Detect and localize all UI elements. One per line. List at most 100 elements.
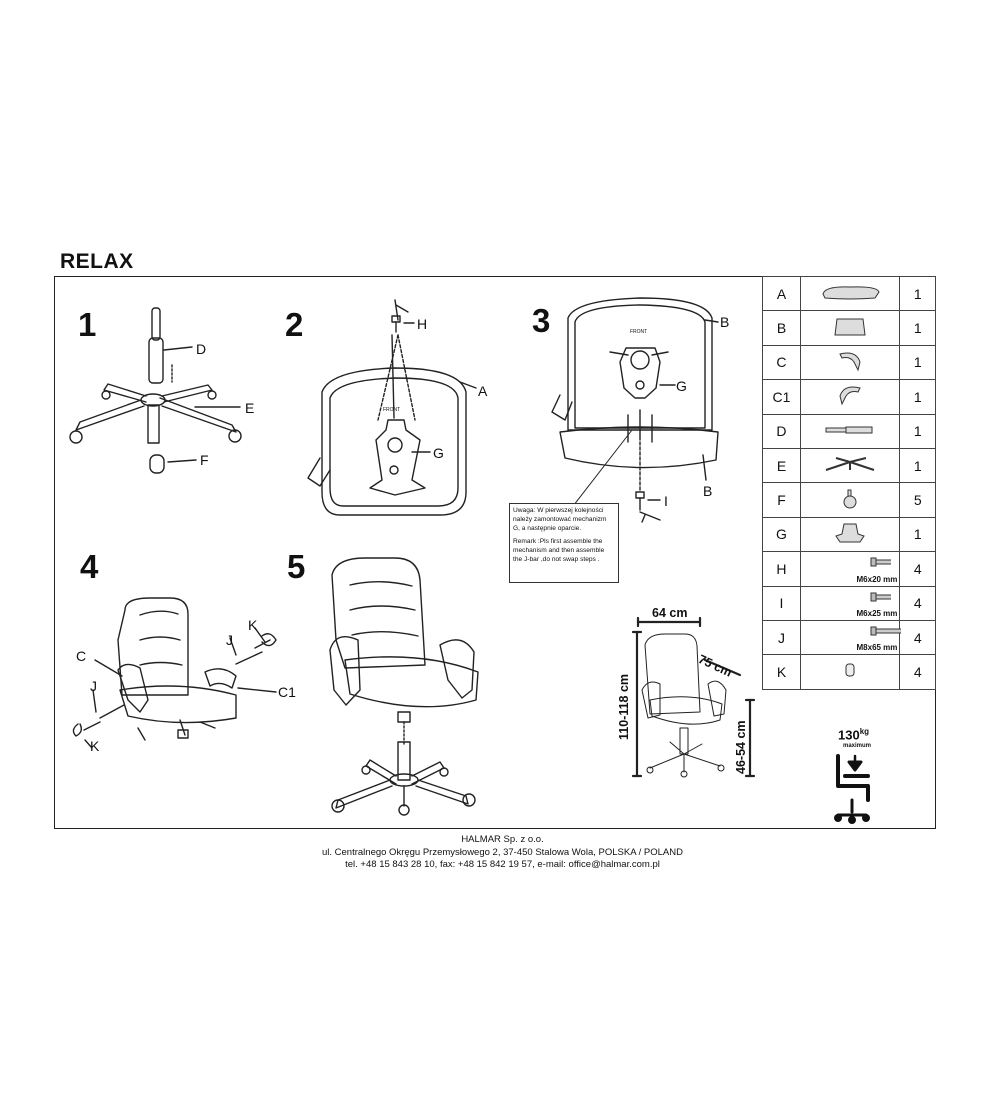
caster-icon: [799, 482, 901, 518]
screw-icon: M8x65 mm: [799, 619, 901, 656]
part-code: G: [762, 516, 801, 553]
remark-polish: Uwaga: W pierwszej kolejności należy zam…: [513, 507, 607, 532]
max-load-value: 130kg: [838, 727, 869, 742]
part-qty: 4: [899, 551, 936, 587]
parts-row: F 5: [762, 482, 936, 518]
washer-icon: [799, 654, 901, 690]
screw-icon: M6x25 mm: [799, 585, 901, 621]
backrest-icon: [799, 310, 901, 346]
screw-spec: M6x20 mm: [856, 574, 898, 584]
part-code: H: [762, 551, 801, 587]
label-i: I: [664, 493, 668, 509]
screw-icon: M6x20 mm: [799, 551, 901, 587]
part-qty: 1: [899, 447, 936, 484]
parts-row: J M8x65 mm 4: [762, 619, 936, 656]
label-h: H: [417, 316, 428, 332]
label-j: J: [226, 632, 233, 648]
part-qty: 4: [899, 585, 936, 621]
step3-drawing: [551, 297, 719, 523]
base-icon: [799, 447, 901, 484]
label-c: C: [76, 648, 87, 664]
step-number-4: 4: [80, 548, 99, 585]
part-qty: 4: [899, 619, 936, 656]
part-code: E: [762, 447, 801, 484]
company-footer: HALMAR Sp. z o.o. ul. Centralnego Okręgu…: [0, 834, 1005, 872]
part-code-c1: C1: [772, 388, 791, 405]
company-name: HALMAR Sp. z o.o.: [461, 834, 544, 845]
step4-drawing: [72, 597, 277, 749]
product-title: RELAX: [60, 250, 134, 273]
dimension-height: 110-118 cm: [617, 673, 631, 740]
parts-row: B 1: [762, 310, 936, 346]
company-address: ul. Centralnego Okręgu Przemysłowego 2, …: [321, 846, 683, 858]
label-b: B: [703, 483, 713, 499]
label-g: G: [676, 378, 687, 394]
part-code: C: [762, 344, 801, 381]
step1-drawing: [69, 307, 242, 474]
step2-drawing: [307, 299, 477, 516]
part-qty: 1: [899, 344, 936, 381]
step-number-2: 2: [285, 306, 304, 343]
parts-row: C 1: [762, 344, 936, 381]
parts-row: E 1: [762, 447, 936, 484]
parts-row: A 1: [762, 275, 936, 312]
label-k: K: [90, 738, 100, 754]
part-qty: 4: [899, 654, 936, 690]
label-k: K: [248, 617, 258, 633]
label-b: B: [720, 314, 730, 330]
part-code: B: [762, 310, 801, 346]
part-qty: 5: [899, 482, 936, 518]
step-number-5: 5: [287, 548, 306, 585]
part-code: C1: [762, 379, 801, 415]
part-code: I: [762, 585, 801, 621]
parts-row: D 1: [762, 413, 936, 449]
gas-lift-icon: [799, 413, 901, 449]
parts-row: C1 1: [762, 379, 936, 415]
assembly-remark: Uwaga: W pierwszej kolejności należy zam…: [509, 503, 619, 583]
part-code: J: [762, 619, 801, 656]
label-g: G: [433, 445, 444, 461]
plate-text-front: FRONT: [630, 329, 648, 335]
label-f: F: [200, 452, 209, 468]
step-number-1: 1: [78, 306, 97, 343]
seat-icon: [799, 275, 901, 312]
dimension-seat-height: 46-54 cm: [734, 720, 748, 774]
label-j: J: [90, 678, 97, 694]
max-load-icon: [834, 754, 870, 824]
armrest-right-icon: [799, 344, 901, 381]
plate-text-front: FRONT: [383, 407, 401, 413]
label-a: A: [478, 383, 488, 399]
part-qty: 1: [899, 379, 936, 415]
armrest-left-icon: [799, 379, 901, 415]
part-qty: 1: [899, 310, 936, 346]
company-contact: tel. +48 15 843 28 10, fax: +48 15 842 1…: [345, 859, 660, 870]
screw-spec: M8x65 mm: [856, 643, 898, 653]
part-code: D: [762, 413, 801, 449]
mechanism-icon: [799, 516, 901, 553]
parts-row: K 4: [762, 654, 936, 690]
dimension-arrows: [631, 616, 756, 778]
remark-english: Remark :Pls first assemble the mechanism…: [513, 538, 605, 563]
label-e: E: [245, 400, 255, 416]
parts-row: G 1: [762, 516, 936, 553]
label-c1: C1: [278, 684, 296, 700]
max-load-unit: kg: [859, 727, 870, 736]
instruction-frame: [54, 276, 936, 829]
part-qty: 1: [899, 516, 936, 553]
screw-spec: M6x25 mm: [856, 608, 898, 618]
part-code: K: [762, 654, 801, 690]
label-d: D: [196, 341, 207, 357]
part-code: F: [762, 482, 801, 518]
part-code: A: [762, 275, 801, 312]
parts-row: H M6x20 mm 4: [762, 551, 936, 587]
step5-drawing: [329, 557, 479, 816]
step-number-3: 3: [532, 302, 551, 339]
parts-row: I M6x25 mm 4: [762, 585, 936, 621]
parts-list: A 1 B 1 C 1 C1 1 D 1 E 1 F: [762, 275, 936, 690]
max-load-number: 130: [838, 727, 860, 743]
dimension-drawing: [641, 633, 727, 778]
part-qty: 1: [899, 413, 936, 449]
part-qty: 1: [899, 275, 936, 312]
max-load-caption: maximum: [843, 743, 872, 749]
